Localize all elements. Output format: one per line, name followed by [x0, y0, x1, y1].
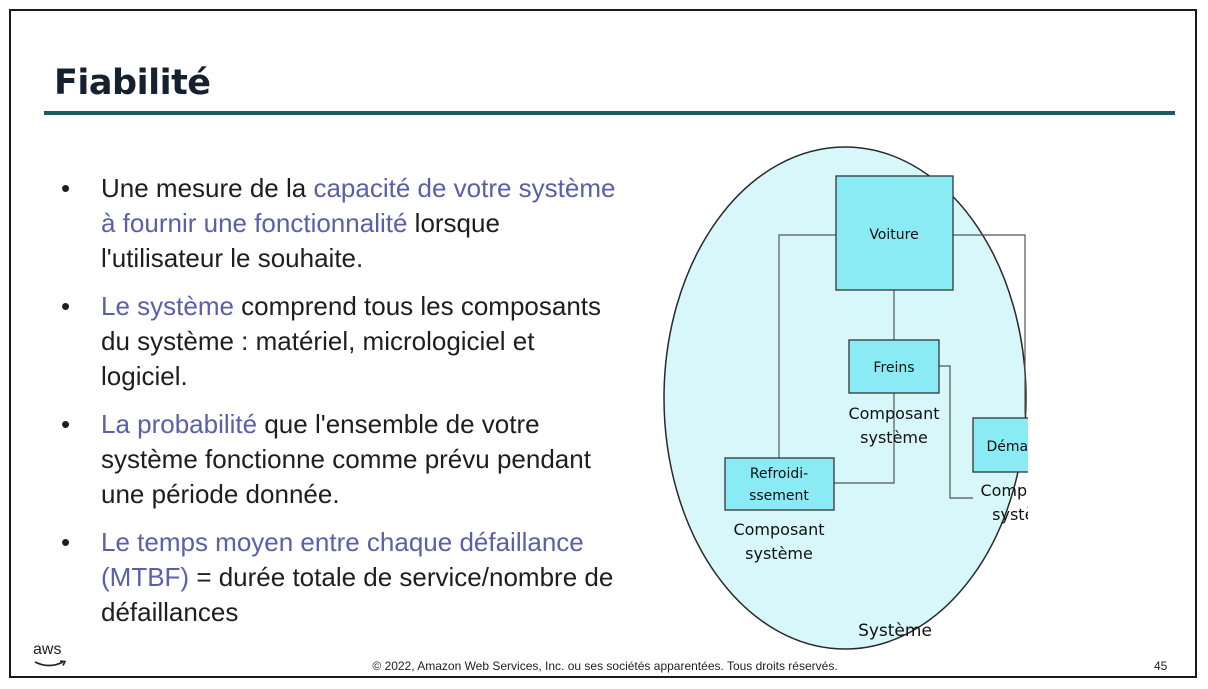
- highlight-text: capacité de votre système à fournir une …: [101, 173, 616, 238]
- connector-brakes-cooling: [834, 393, 895, 484]
- component-label: système: [745, 544, 813, 563]
- cooling-label: Refroidi-: [750, 466, 808, 482]
- connector-car-cooling: [778, 234, 836, 463]
- bullet-item: La probabilité que l'ensemble de votre s…: [59, 407, 619, 512]
- copyright-footer: © 2022, Amazon Web Services, Inc. ou ses…: [372, 659, 838, 673]
- slide-title: Fiabilité: [54, 63, 211, 103]
- starter-box: [972, 417, 1028, 473]
- aws-logo: aws: [33, 641, 62, 658]
- connector-car-starter: [953, 234, 1026, 415]
- aws-smile-icon: [34, 660, 67, 667]
- component-label: système: [992, 505, 1028, 524]
- page-number: 45: [1154, 659, 1168, 673]
- component-label: Composant: [733, 520, 824, 539]
- highlight-text: Le temps moyen entre chaque défaillance …: [101, 527, 584, 592]
- connector-lines: [778, 234, 1026, 499]
- bullet-item: Le système comprend tous les composants …: [59, 289, 619, 394]
- component-label: système: [860, 428, 928, 447]
- title-divider: [44, 111, 1175, 115]
- bullet-item: Le temps moyen entre chaque défaillance …: [59, 525, 619, 630]
- car-box: [835, 175, 954, 291]
- car-label: Voiture: [869, 227, 918, 243]
- highlight-text: La probabilité: [101, 409, 258, 439]
- system-diagram: Voiture Freins Composant système Refroid…: [663, 146, 1028, 650]
- cooling-box: [724, 457, 835, 511]
- component-label: Composant: [848, 404, 939, 423]
- brakes-box: [848, 339, 940, 394]
- component-label: Composant: [980, 481, 1028, 500]
- connector-brakes-starter: [939, 365, 973, 499]
- brakes-label: Freins: [873, 360, 914, 376]
- highlight-text: Le système: [101, 291, 234, 321]
- slide: Fiabilité Une mesure de la capacité de v…: [9, 9, 1197, 678]
- bullet-list: Une mesure de la capacité de votre systè…: [59, 171, 619, 643]
- bullet-item: Une mesure de la capacité de votre systè…: [59, 171, 619, 276]
- system-label: Système: [858, 621, 932, 641]
- starter-label: Démarrage: [987, 439, 1028, 455]
- cooling-label: ssement: [749, 488, 809, 504]
